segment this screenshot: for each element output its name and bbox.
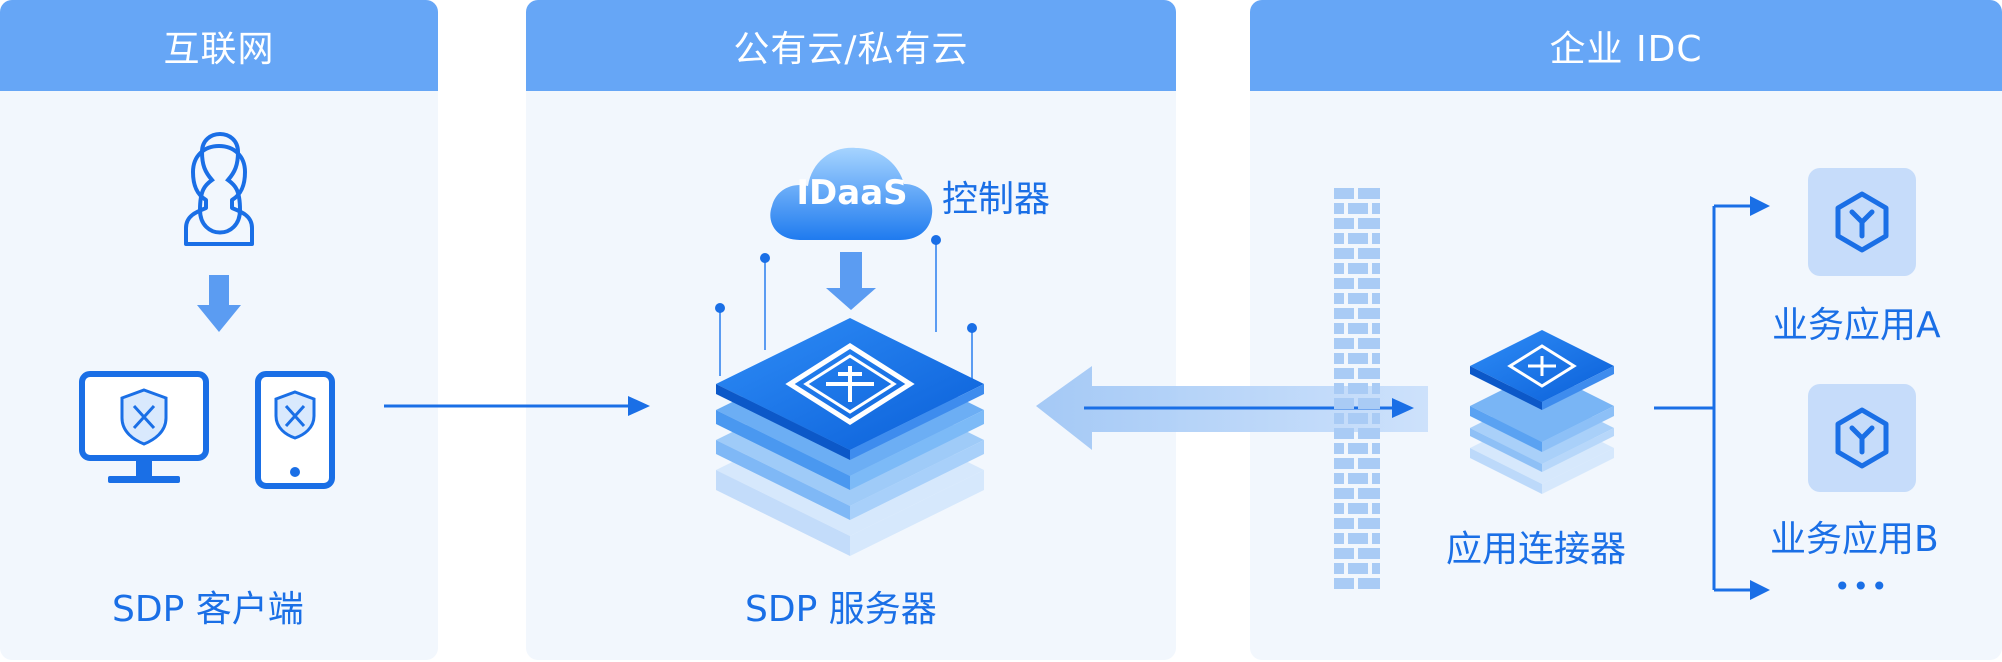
more-apps-ellipsis: ••• <box>1834 570 1890 603</box>
connector-stack-icon <box>1470 330 1614 494</box>
firewall-brick <box>1358 578 1380 589</box>
firewall-brick <box>1358 428 1380 439</box>
firewall-brick <box>1334 263 1344 274</box>
firewall-brick <box>1334 533 1344 544</box>
firewall-brick <box>1372 263 1380 274</box>
firewall-brick <box>1334 353 1344 364</box>
firewall-brick <box>1372 353 1380 364</box>
firewall-icon <box>1334 188 1380 589</box>
firewall-brick <box>1358 278 1380 289</box>
firewall-brick <box>1334 563 1344 574</box>
client-to-server-arrow <box>384 396 650 416</box>
firewall-brick <box>1358 248 1380 259</box>
idaas-text: IDaaS <box>796 173 907 213</box>
internet-header: 互联网 <box>0 0 438 91</box>
firewall-brick <box>1334 323 1344 334</box>
cloud-panel: 公有云/私有云 <box>526 0 1176 660</box>
user-figure <box>184 144 254 246</box>
firewall-brick <box>1348 473 1368 484</box>
firewall-brick <box>1348 563 1368 574</box>
monitor-shield-icon <box>79 371 209 483</box>
firewall-brick <box>1334 293 1344 304</box>
firewall-brick <box>1358 398 1380 409</box>
firewall-brick <box>1348 203 1368 214</box>
firewall-brick <box>1334 443 1344 454</box>
firewall-brick <box>1348 293 1368 304</box>
firewall-brick <box>1372 473 1380 484</box>
firewall-brick <box>1372 323 1380 334</box>
branch-arrows <box>1654 196 1770 600</box>
firewall-brick <box>1348 263 1368 274</box>
firewall-brick <box>1348 413 1368 424</box>
signal-lines <box>715 235 977 380</box>
firewall-brick <box>1358 188 1380 199</box>
controller-label: 控制器 <box>942 179 1051 220</box>
firewall-brick <box>1334 488 1354 499</box>
firewall-brick <box>1334 308 1354 319</box>
down-arrow-controller <box>826 252 876 310</box>
firewall-brick <box>1348 233 1368 244</box>
cloud-icon: IDaaS <box>770 147 933 240</box>
firewall-brick <box>1358 458 1380 469</box>
firewall-brick <box>1334 248 1354 259</box>
phone-shield-icon <box>255 371 335 489</box>
firewall-brick <box>1358 308 1380 319</box>
firewall-brick <box>1348 533 1368 544</box>
firewall-brick <box>1348 383 1368 394</box>
firewall-brick <box>1334 203 1344 214</box>
firewall-brick <box>1358 368 1380 379</box>
app-a-label: 业务应用A <box>1772 305 1941 346</box>
firewall-brick <box>1372 233 1380 244</box>
app-b-icon <box>1808 384 1916 492</box>
firewall-brick <box>1372 443 1380 454</box>
firewall-brick <box>1372 503 1380 514</box>
app-b-label: 业务应用B <box>1770 519 1939 560</box>
firewall-brick <box>1334 548 1354 559</box>
firewall-brick <box>1334 428 1354 439</box>
firewall-brick <box>1358 548 1380 559</box>
firewall-brick <box>1334 218 1354 229</box>
idc-header: 企业 IDC <box>1250 0 2002 91</box>
firewall-brick <box>1334 188 1354 199</box>
firewall-brick <box>1348 353 1368 364</box>
firewall-brick <box>1334 518 1354 529</box>
app-a-icon <box>1808 168 1916 276</box>
firewall-brick <box>1334 458 1354 469</box>
firewall-brick <box>1372 383 1380 394</box>
firewall-brick <box>1334 278 1354 289</box>
firewall-brick <box>1334 233 1344 244</box>
cloud-header: 公有云/私有云 <box>526 0 1176 91</box>
firewall-brick <box>1358 518 1380 529</box>
down-arrow-client <box>197 275 241 332</box>
firewall-brick <box>1334 398 1354 409</box>
firewall-brick <box>1348 323 1368 334</box>
firewall-brick <box>1348 503 1368 514</box>
firewall-brick <box>1372 413 1380 424</box>
firewall-brick <box>1358 338 1380 349</box>
firewall-brick <box>1334 578 1354 589</box>
firewall-brick <box>1372 533 1380 544</box>
firewall-brick <box>1372 293 1380 304</box>
firewall-brick <box>1334 413 1344 424</box>
firewall-brick <box>1358 218 1380 229</box>
firewall-brick <box>1334 473 1344 484</box>
firewall-brick <box>1358 488 1380 499</box>
connector-label: 应用连接器 <box>1446 529 1627 570</box>
internet-panel: 互联网 <box>0 0 438 660</box>
firewall-brick <box>1334 503 1344 514</box>
firewall-brick <box>1372 563 1380 574</box>
firewall-brick <box>1334 338 1354 349</box>
firewall-brick <box>1348 443 1368 454</box>
server-stack-icon <box>716 318 984 556</box>
firewall-brick <box>1372 203 1380 214</box>
firewall-brick <box>1334 368 1354 379</box>
firewall-brick <box>1334 383 1344 394</box>
client-label: SDP 客户端 <box>112 589 304 630</box>
server-label: SDP 服务器 <box>745 589 937 630</box>
